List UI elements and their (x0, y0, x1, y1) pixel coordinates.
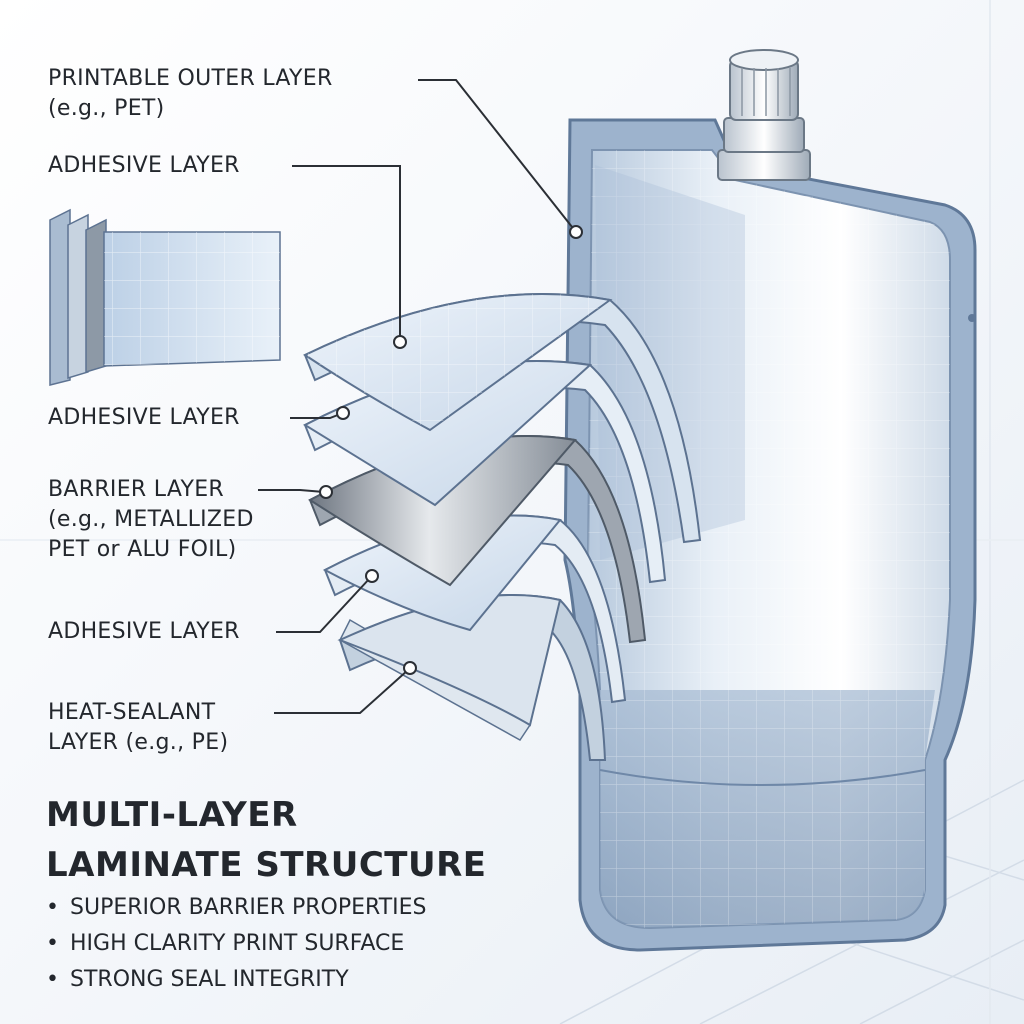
bullet-dot-icon: • (46, 967, 59, 992)
layer-stack-inset (49, 208, 281, 386)
label-adhesive-layer-3: ADHESIVE LAYER (48, 617, 240, 647)
spout-cap (717, 49, 811, 181)
label-barrier-layer: BARRIER LAYER (e.g., METALLIZED PET or A… (48, 475, 254, 565)
bullet-text: STRONG SEAL INTEGRITY (70, 967, 349, 992)
stand-up-pouch (563, 118, 977, 952)
feature-bullet-list: • SUPERIOR BARRIER PROPERTIES • HIGH CLARI… (46, 890, 427, 998)
label-adhesive-layer-1: ADHESIVE LAYER (48, 151, 240, 181)
label-heat-sealant-layer: HEAT-SEALANT LAYER (e.g., PE) (48, 698, 228, 758)
peeled-layers (302, 293, 702, 761)
bullet-dot-icon: • (46, 931, 59, 956)
label-printable-outer-layer: PRINTABLE OUTER LAYER (e.g., PET) (48, 64, 333, 124)
label-barrier-line2: (e.g., METALLIZED (48, 507, 254, 532)
label-adhesive-2-text: ADHESIVE LAYER (48, 405, 240, 430)
bullet-dot-icon: • (46, 895, 59, 920)
label-adhesive-1-text: ADHESIVE LAYER (48, 153, 240, 178)
label-heat-sealant-line2: LAYER (e.g., PE) (48, 730, 229, 755)
label-adhesive-3-text: ADHESIVE LAYER (48, 619, 240, 644)
label-printable-outer-line1: PRINTABLE OUTER LAYER (48, 66, 333, 91)
bullet-item: • SUPERIOR BARRIER PROPERTIES (46, 890, 427, 926)
title-line2: LAMINATE STRUCTURE (46, 845, 487, 885)
label-barrier-line3: PET or ALU FOIL) (48, 537, 237, 562)
bullet-item: • HIGH CLARITY PRINT SURFACE (46, 926, 427, 962)
label-adhesive-layer-2: ADHESIVE LAYER (48, 403, 240, 433)
bullet-item: • STRONG SEAL INTEGRITY (46, 962, 427, 998)
label-barrier-line1: BARRIER LAYER (48, 477, 225, 502)
bullet-text: HIGH CLARITY PRINT SURFACE (70, 931, 405, 956)
leader-dots (319, 225, 583, 675)
label-printable-outer-line2: (e.g., PET) (48, 96, 165, 121)
bullet-text: SUPERIOR BARRIER PROPERTIES (70, 895, 427, 920)
label-heat-sealant-line1: HEAT-SEALANT (48, 700, 216, 725)
title-line1: MULTI-LAYER (46, 795, 298, 835)
diagram-title: MULTI-LAYER LAMINATE STRUCTURE (46, 790, 486, 890)
